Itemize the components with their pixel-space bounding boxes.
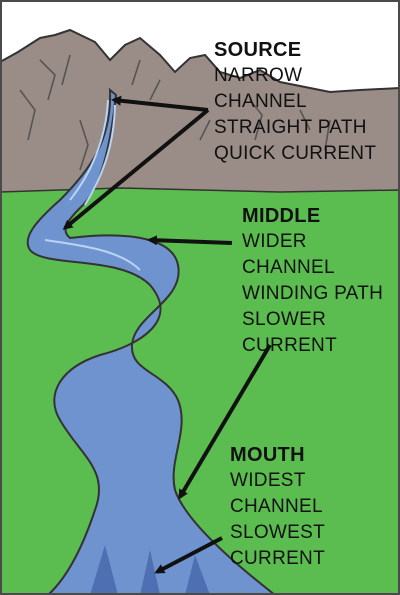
mouth-line: SLOWEST [230,522,326,543]
source-arrow-lower [62,108,210,230]
mouth-label: MOUTH WIDEST CHANNEL SLOWEST CURRENT [230,442,400,572]
source-heading: SOURCE [214,39,302,61]
middle-label: MIDDLE WIDER CHANNEL WINDING PATH SLOWER… [242,203,400,359]
source-label: SOURCE NARROW CHANNEL STRAIGHT PATH QUIC… [214,37,400,167]
mouth-line: WIDEST CHANNEL [230,470,323,517]
mouth-line: CURRENT [230,548,325,569]
source-line: QUICK CURRENT [214,143,377,164]
source-line: STRAIGHT PATH [214,117,367,138]
source-line: NARROW CHANNEL [214,65,307,112]
mouth-arrow [154,536,223,574]
middle-line: WINDING PATH [242,283,384,304]
river-delta [90,545,210,595]
middle-line: SLOWER [242,309,327,330]
river [26,87,277,595]
mouth-heading: MOUTH [230,444,305,466]
middle-line: WIDER CHANNEL [242,231,335,278]
middle-heading: MIDDLE [242,205,321,227]
middle-arrow [147,235,233,246]
source-arrow-upper [111,95,209,112]
river-highlights [44,99,141,271]
middle-line: CURRENT [242,335,337,356]
mountain-ridges [19,54,331,171]
middle-to-mouth-arrow [178,343,272,500]
